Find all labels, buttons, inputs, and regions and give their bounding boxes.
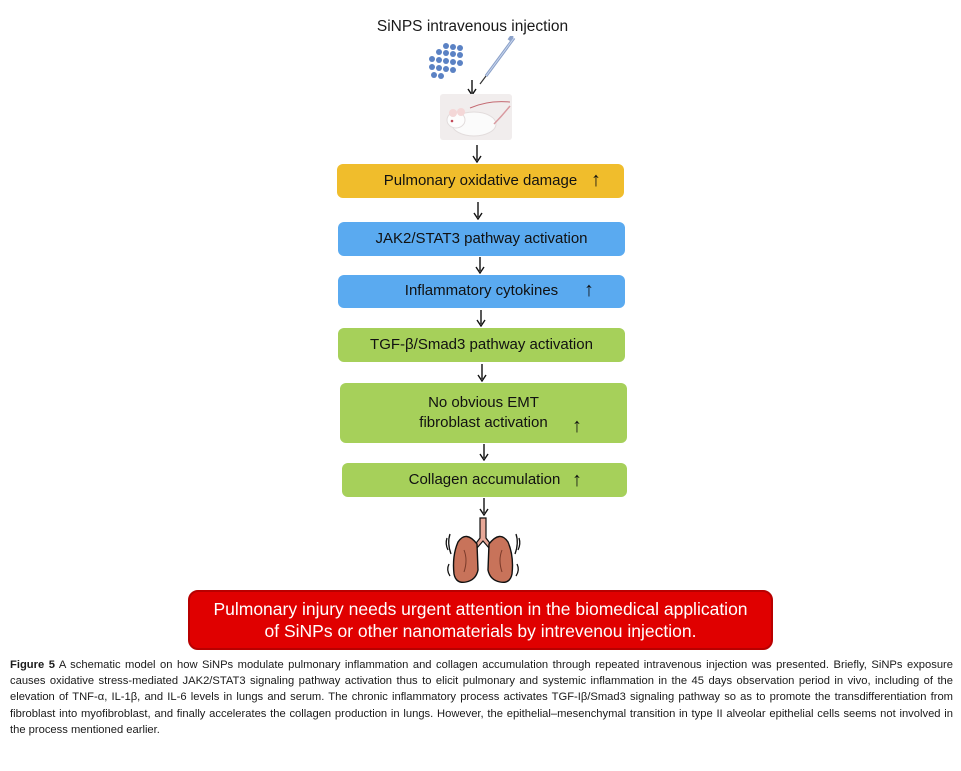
step-jak2-stat3: JAK2/STAT3 pathway activation [338,222,625,256]
diagram-title: SiNPS intravenous injection [376,18,569,35]
down-arrow-icon [479,498,489,516]
down-arrow-icon [472,145,482,163]
down-arrow-icon [473,202,483,220]
caption-label: Figure 5 [10,659,55,671]
step-label: JAK2/STAT3 pathway activation [375,229,588,247]
step-label-line2: fibroblast activation [419,414,548,431]
down-arrow-icon [477,364,487,382]
nanoparticles-icon [429,43,463,79]
step-label: Collagen accumulation [408,470,561,488]
caption-text: A schematic model on how SiNPs modulate … [10,659,953,736]
down-arrow-icon [479,444,489,461]
down-arrow-icon [476,310,486,327]
increase-arrow-icon: ↑ [572,469,582,491]
lungs-icon [445,517,521,584]
conclusion-line2: of SiNPs or other nanomaterials by intre… [264,621,697,641]
mouse-image [440,94,512,140]
down-arrow-icon [475,257,485,274]
step-label: TGF-β/Smad3 pathway activation [370,335,593,353]
step-tgf-smad3: TGF-β/Smad3 pathway activation [338,328,625,362]
step-collagen-accumulation: Collagen accumulation [342,463,627,497]
step-label-line1: No obvious EMT [428,393,539,411]
increase-arrow-icon: ↑ [584,279,594,301]
increase-arrow-icon: ↑ [591,169,601,191]
step-label: Pulmonary oxidative damage [383,171,578,189]
conclusion-box: Pulmonary injury needs urgent attention … [188,590,773,650]
figure-caption: Figure 5 A schematic model on how SiNPs … [10,657,953,738]
step-inflammatory-cytokines: Inflammatory cytokines [338,275,625,308]
step-oxidative-damage: Pulmonary oxidative damage [337,164,624,198]
conclusion-line1: Pulmonary injury needs urgent attention … [213,598,748,619]
step-emt-fibroblast: No obvious EMT fibroblast activation [340,383,627,443]
step-label: Inflammatory cytokines [404,282,559,300]
syringe-icon [479,36,516,85]
increase-arrow-icon: ↑ [572,415,582,437]
